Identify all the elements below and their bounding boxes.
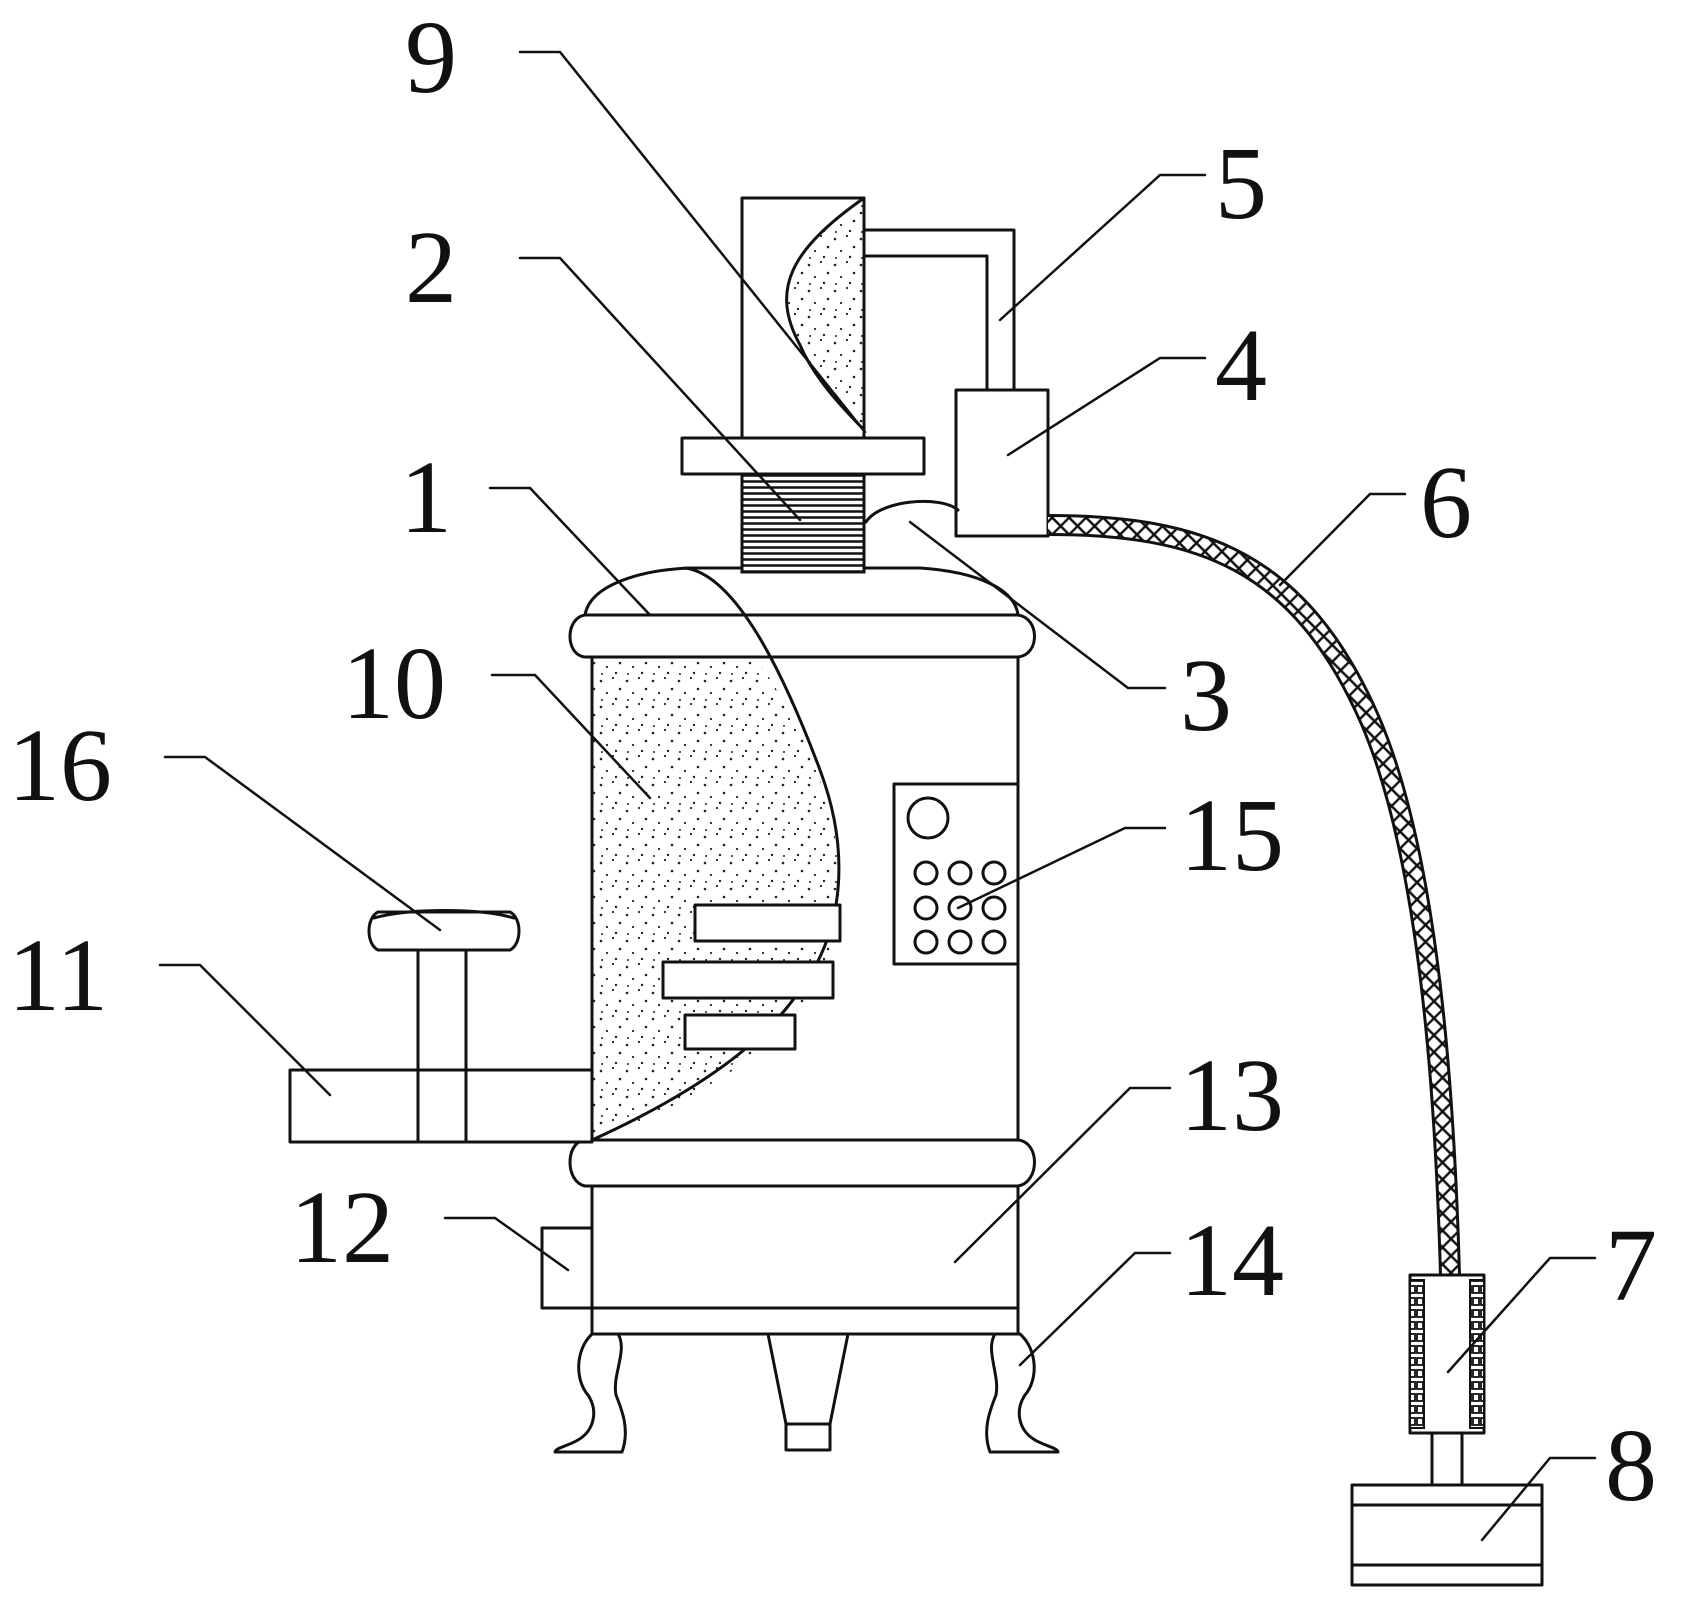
leader-lines: [158, 50, 1597, 1542]
label-9: 9: [405, 0, 457, 115]
label-10: 10: [342, 626, 446, 741]
part-2-threaded-neck: [740, 472, 866, 574]
leader-11: [158, 963, 332, 1097]
label-16: 16: [8, 708, 112, 823]
part-6-braided-hose: [1047, 514, 1461, 1276]
part-9-top-filter-cylinder: [740, 196, 866, 440]
part-3-cap: [864, 499, 960, 524]
part-4-pump-box: [954, 388, 1050, 538]
label-7: 7: [1605, 1208, 1657, 1323]
label-4: 4: [1215, 308, 1267, 423]
leader-9: [518, 50, 867, 434]
leader-2: [518, 256, 802, 522]
label-12: 12: [290, 1170, 394, 1285]
leader-1: [488, 486, 652, 617]
leader-16: [163, 755, 442, 932]
label-1: 1: [400, 440, 452, 555]
leader-15: [956, 826, 1167, 910]
label-11: 11: [8, 918, 108, 1033]
part-11-side-box: [288, 1068, 594, 1144]
leader-7: [1446, 1256, 1597, 1374]
leader-12: [443, 1216, 570, 1272]
part-9-top-flange: [680, 436, 926, 476]
part-8-suction-head: [1350, 1483, 1544, 1587]
part-1-main-body: [568, 566, 1036, 1188]
leader-6: [1278, 492, 1407, 587]
leader-10: [490, 673, 652, 800]
label-8: 8: [1605, 1408, 1657, 1523]
part-16-handle: [367, 909, 521, 1144]
label-3: 3: [1180, 638, 1232, 753]
part-number-labels: 9 2 1 10 16 11 12 5 4 6 3 15 13 14 7 8: [8, 0, 1657, 1523]
part-15-control-panel: [892, 782, 1020, 966]
leader-14: [1018, 1251, 1172, 1367]
part-5-connecting-pipe: [862, 228, 1016, 392]
label-13: 13: [1180, 1038, 1284, 1153]
label-6: 6: [1420, 445, 1472, 560]
label-5: 5: [1215, 126, 1267, 241]
leader-5: [998, 173, 1207, 322]
leader-3: [908, 520, 1167, 690]
part-7-nozzle-handle: [1408, 1273, 1486, 1487]
label-2: 2: [405, 210, 457, 325]
leader-8: [1480, 1456, 1597, 1542]
label-14: 14: [1180, 1203, 1284, 1318]
leader-13: [953, 1086, 1172, 1264]
part-13-base-section: [590, 1184, 1020, 1336]
leader-4: [1006, 356, 1207, 457]
part-14-legs: [553, 1332, 1060, 1454]
label-15: 15: [1180, 778, 1284, 893]
